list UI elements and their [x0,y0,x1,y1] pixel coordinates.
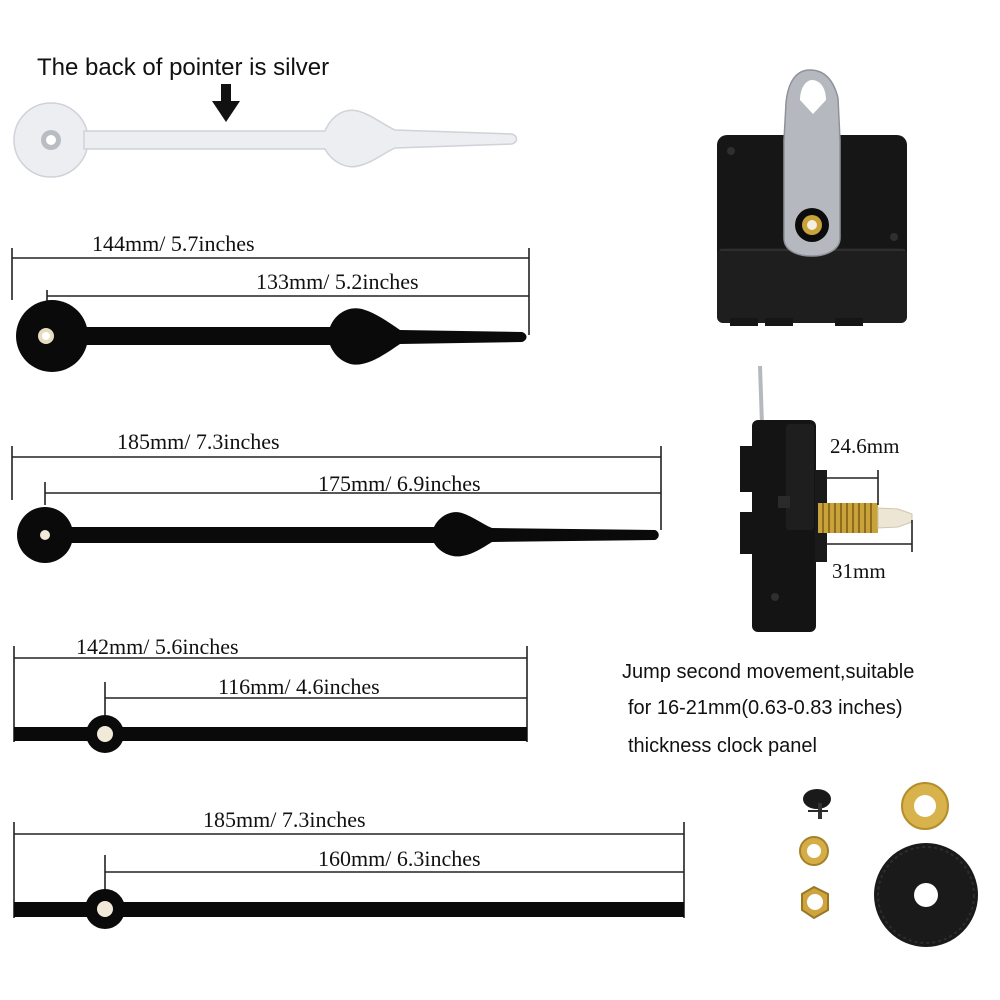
hand-2-partial-length: 175mm/ 6.9inches [318,471,481,496]
small-brass-nut-icon [799,836,829,866]
rubber-gasket-icon [874,843,978,947]
shaft-length-total: 31mm [832,559,886,583]
shaft-dimensions [826,470,913,552]
movement-description-line-3: thickness clock panel [628,735,817,757]
hand-2-black [17,507,659,563]
hand-1-partial-length: 133mm/ 5.2inches [256,269,419,294]
hand-3-black [14,715,527,753]
hand-3-partial-length: 116mm/ 4.6inches [218,674,380,699]
shaft-length-small: 24.6mm [830,434,899,458]
hand-4-partial-length: 160mm/ 6.3inches [318,846,481,871]
accessories [799,782,978,947]
hand-1-black [16,300,527,372]
silver-note-text: The back of pointer is silver [37,54,329,81]
hand-4-total-length: 185mm/ 7.3inches [203,807,366,832]
hand-3-total-length: 142mm/ 5.6inches [76,634,239,659]
hand-cap-icon [803,789,831,819]
hand-1-total-length: 144mm/ 5.7inches [92,231,255,256]
hand-2-total-length: 185mm/ 7.3inches [117,429,280,454]
hand-3-dimensions [13,646,528,742]
hand-2-dimensions [11,446,662,530]
down-arrow-icon [212,84,240,122]
hex-nut-icon [801,885,829,920]
brass-washer-icon [901,782,949,830]
silver-hand [13,102,518,178]
movement-description-line-2: for 16-21mm(0.63-0.83 inches) [628,697,903,719]
hand-4-black [14,889,684,929]
movement-front-view [717,69,907,326]
movement-side-view [740,366,913,632]
movement-description-line-1: Jump second movement,suitable [622,661,914,683]
hand-1-dimensions [11,248,530,335]
